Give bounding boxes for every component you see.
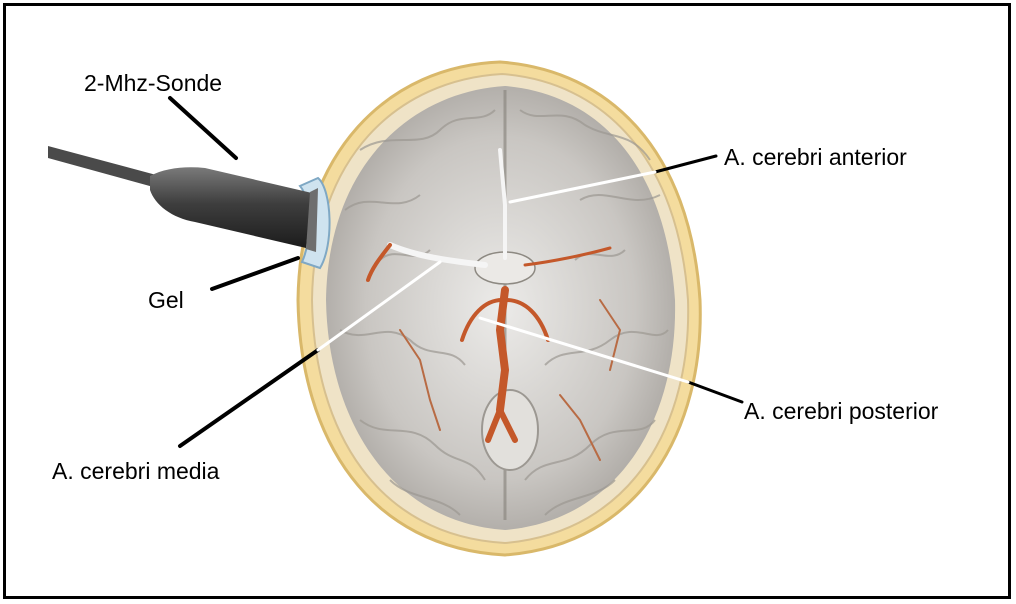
- anterior-artery-label: A. cerebri anterior: [724, 146, 907, 169]
- basilar-artery: [500, 290, 505, 410]
- ultrasound-probe-icon: [48, 146, 318, 252]
- probe-cable: [48, 146, 160, 188]
- leader-probe: [170, 98, 236, 158]
- probe-label: 2-Mhz-Sonde: [84, 72, 222, 95]
- probe-body: [150, 167, 312, 248]
- gel-label: Gel: [148, 289, 184, 312]
- posterior-artery-label: A. cerebri posterior: [744, 400, 938, 423]
- media-artery-label: A. cerebri media: [52, 460, 219, 483]
- leader-posterior-outer: [688, 382, 742, 402]
- leader-gel: [212, 258, 298, 289]
- leader-media-outer: [180, 350, 318, 446]
